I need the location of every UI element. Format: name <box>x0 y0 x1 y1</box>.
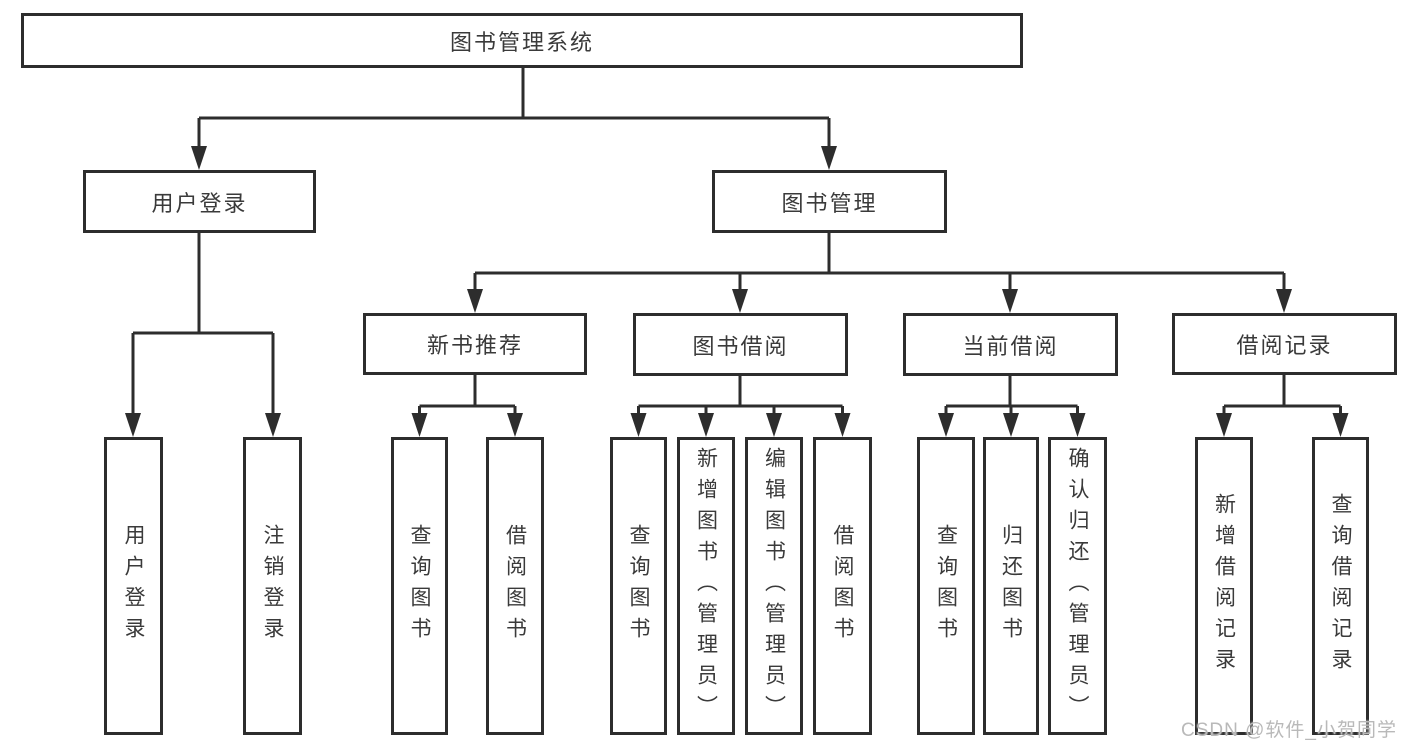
node-records-query: 查询借阅记录 <box>1312 437 1369 735</box>
node-borrowing-records-label: 借阅记录 <box>1236 333 1333 358</box>
node-borrow-query-books: 查询图书 <box>610 437 667 735</box>
node-current-confirm-return: 确认归还（管理员） <box>1048 437 1107 735</box>
node-borrow-add-books-label: 新增图书（管理员） <box>694 446 718 726</box>
node-current-confirm-return-label: 确认归还（管理员） <box>1066 446 1089 726</box>
node-book-borrowing-label: 图书借阅 <box>692 333 789 359</box>
node-borrow-edit-books-label: 编辑图书（管理员） <box>762 446 786 726</box>
node-logout-label: 注销登录 <box>261 524 284 648</box>
csdn-watermark: CSDN @软件_小贺同学 <box>1181 720 1397 741</box>
node-borrow-borrow-books: 借阅图书 <box>813 437 872 735</box>
node-user-login-label: 用户登录 <box>122 524 145 648</box>
node-new-book-recommend: 新书推荐 <box>363 313 587 375</box>
node-recommend-query-books-label: 查询图书 <box>408 524 431 648</box>
node-book-management: 图书管理 <box>712 170 947 233</box>
node-book-management-label: 图书管理 <box>781 190 878 216</box>
node-current-return-books: 归还图书 <box>983 437 1039 735</box>
node-records-add: 新增借阅记录 <box>1195 437 1253 735</box>
node-logout: 注销登录 <box>243 437 302 735</box>
node-recommend-borrow-books: 借阅图书 <box>486 437 544 735</box>
node-book-borrowing: 图书借阅 <box>633 313 848 376</box>
node-records-add-label: 新增借阅记录 <box>1212 493 1236 679</box>
node-user-login-group-label: 用户登录 <box>151 190 248 216</box>
node-root-label: 图书管理系统 <box>449 29 594 55</box>
node-borrow-query-books-label: 查询图书 <box>627 524 650 648</box>
node-new-book-recommend-label: 新书推荐 <box>426 333 523 358</box>
node-recommend-borrow-books-label: 借阅图书 <box>503 524 527 648</box>
node-root: 图书管理系统 <box>21 13 1023 68</box>
node-user-login: 用户登录 <box>104 437 163 735</box>
node-borrow-edit-books: 编辑图书（管理员） <box>745 437 803 735</box>
node-current-query-books: 查询图书 <box>917 437 975 735</box>
node-user-login-group: 用户登录 <box>83 170 316 233</box>
node-current-return-books-label: 归还图书 <box>999 524 1023 648</box>
node-borrow-borrow-books-label: 借阅图书 <box>831 524 854 648</box>
node-records-query-label: 查询借阅记录 <box>1329 493 1352 679</box>
node-recommend-query-books: 查询图书 <box>391 437 448 735</box>
node-current-borrowing-label: 当前借阅 <box>962 333 1059 359</box>
node-current-borrowing: 当前借阅 <box>903 313 1118 376</box>
node-borrow-add-books: 新增图书（管理员） <box>677 437 735 735</box>
node-current-query-books-label: 查询图书 <box>934 524 958 648</box>
node-borrowing-records: 借阅记录 <box>1172 313 1397 375</box>
